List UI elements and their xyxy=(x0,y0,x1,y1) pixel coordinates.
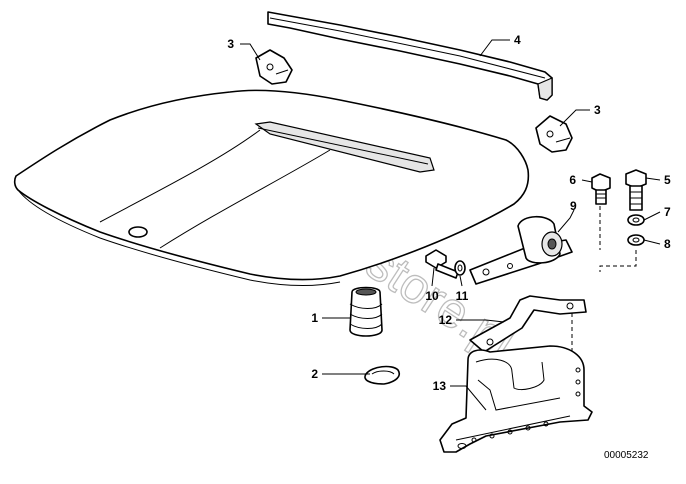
leader-12 xyxy=(456,319,505,323)
part-11-washer xyxy=(454,260,466,276)
hood-panel xyxy=(13,89,530,287)
leader-3b xyxy=(559,109,590,127)
part-1-bump-stop xyxy=(349,286,383,337)
callout-7: 7 xyxy=(664,205,671,219)
leader-5 xyxy=(645,177,661,181)
leader-8 xyxy=(643,239,661,245)
part-5-hex-bolt xyxy=(625,169,647,211)
part-4-seal-strip xyxy=(267,11,553,101)
part-13-hinge-base xyxy=(439,345,593,453)
drawing-code: 00005232 xyxy=(604,450,649,461)
part-3-buffer-top xyxy=(255,49,293,85)
leader-13 xyxy=(450,385,487,411)
part-3-buffer-right xyxy=(535,115,573,153)
callout-5: 5 xyxy=(664,173,671,187)
callout-2: 2 xyxy=(311,367,318,381)
leader-3a xyxy=(240,43,261,61)
leader-11 xyxy=(459,275,463,287)
leader-9 xyxy=(557,209,575,233)
part-10-bolt xyxy=(425,249,459,279)
callout-1: 1 xyxy=(311,311,318,325)
callout-11: 11 xyxy=(456,289,469,303)
callout-13: 13 xyxy=(433,379,447,393)
part-6-hex-bolt xyxy=(591,173,611,205)
leader-10 xyxy=(431,267,435,287)
part-9-hinge-arm xyxy=(469,215,573,285)
part-7-washer xyxy=(627,214,645,226)
callout-4: 4 xyxy=(514,33,521,47)
callout-3-top: 3 xyxy=(227,37,234,51)
part-12-bracket xyxy=(469,295,587,353)
callout-12: 12 xyxy=(439,313,453,327)
leader-4 xyxy=(479,39,510,57)
leader-7 xyxy=(643,211,661,221)
part-8-spring-washer xyxy=(627,234,645,246)
assembly-line-5 xyxy=(599,250,637,272)
callout-8: 8 xyxy=(664,237,671,251)
part-2-grommet xyxy=(364,365,400,385)
callout-6: 6 xyxy=(569,173,576,187)
callout-3-right: 3 xyxy=(594,103,601,117)
callout-9: 9 xyxy=(570,199,577,213)
leader-6 xyxy=(581,179,593,183)
callout-10: 10 xyxy=(425,289,439,303)
